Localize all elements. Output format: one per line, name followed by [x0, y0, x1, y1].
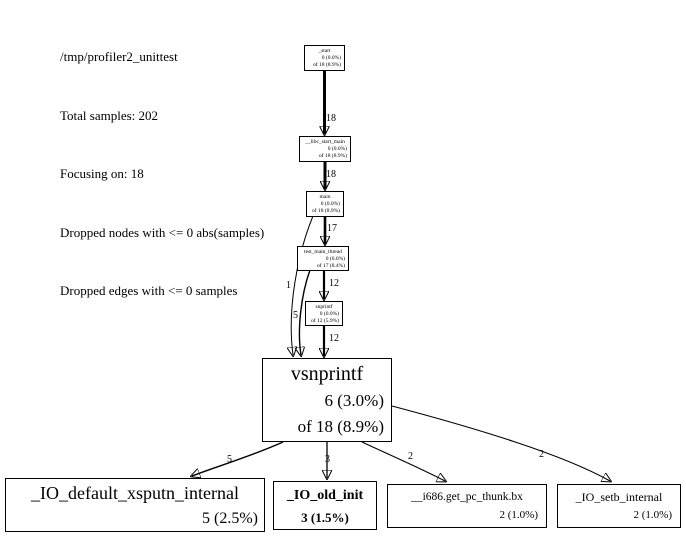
node-vsnprintf: vsnprintf 6 (3.0%) of 18 (8.9%) — [262, 358, 392, 442]
node-setb-self: 2 (1.0%) — [633, 509, 673, 521]
node-test-cum: of 17 (8.4%) — [317, 263, 345, 269]
edge-label-main-vsnprintf: 1 — [286, 280, 291, 291]
node-main: main 0 (0.0%) of 18 (8.9%) — [306, 191, 344, 217]
node-main-name: main — [319, 194, 331, 200]
node-vsnprintf-name: vsnprintf — [290, 363, 364, 385]
node-libc-start-main: __libc_start_main 0 (0.0%) of 18 (8.9%) — [299, 136, 351, 162]
node-xsputn-name: _IO_default_xsputn_internal — [31, 483, 239, 503]
node-test-name: test_main_thread — [304, 249, 342, 255]
node-start-self: 0 (0.0%) — [321, 55, 341, 61]
node-snprintf-self: 0 (0.0%) — [319, 311, 339, 317]
edge-label-vsnprintf-thunk: 2 — [408, 451, 413, 462]
node-thunk-self: 2 (1.0%) — [499, 509, 539, 521]
edge-vsnprintf-to-xsputn — [192, 441, 284, 476]
node-start: _start 0 (0.0%) of 18 (8.9%) — [304, 45, 345, 71]
edge-main-to-vsnprintf — [291, 215, 314, 355]
node-vsnprintf-self: 6 (3.0%) — [324, 391, 384, 410]
edge-label-libc-main: 18 — [326, 169, 336, 180]
node-main-cum: of 18 (8.9%) — [312, 208, 340, 214]
node-main-self: 0 (0.0%) — [320, 201, 340, 207]
node-start-cum: of 18 (8.9%) — [313, 62, 341, 68]
node-oldinit-self: 3 (1.5%) — [301, 510, 349, 525]
node-vsnprintf-cum: of 18 (8.9%) — [297, 417, 384, 436]
edge-label-vsnprintf-setb: 2 — [539, 449, 544, 460]
node-test-main-thread: test_main_thread 0 (0.0%) of 17 (8.4%) — [297, 246, 349, 271]
edge-label-test-snprintf: 12 — [329, 278, 339, 289]
edge-label-test-vsnprintf: 5 — [293, 310, 298, 321]
node-oldinit-name: _IO_old_init — [286, 488, 364, 503]
node-thunk-name: __i686.get_pc_thunk.bx — [411, 491, 523, 503]
node-snprintf-name: snprintf — [315, 304, 333, 310]
node-start-name: _start — [318, 48, 331, 54]
edge-vsnprintf-to-setb — [391, 405, 610, 481]
edge-vsnprintf-to-thunk — [361, 441, 445, 481]
edge-test-to-vsnprintf — [299, 269, 311, 355]
focusing-line: Focusing on: 18 — [60, 166, 144, 181]
node-io-setb-internal: _IO_setb_internal 2 (1.0%) — [557, 484, 681, 528]
node-setb-name: _IO_setb_internal — [575, 490, 663, 504]
profile-binary-path: /tmp/profiler2_unittest — [60, 49, 178, 64]
node-snprintf: snprintf 0 (0.0%) of 12 (5.9%) — [305, 301, 343, 326]
profile-header: /tmp/profiler2_unittest Total samples: 2… — [60, 8, 264, 340]
node-libc-name: __libc_start_main — [305, 139, 345, 145]
node-snprintf-cum: of 12 (5.9%) — [311, 318, 339, 324]
node-io-default-xsputn-internal: _IO_default_xsputn_internal 5 (2.5%) — [5, 478, 265, 532]
node-libc-cum: of 18 (8.9%) — [319, 153, 347, 159]
node-libc-self: 0 (0.0%) — [327, 146, 347, 152]
node-i686-get-pc-thunk: __i686.get_pc_thunk.bx 2 (1.0%) — [387, 484, 547, 528]
node-io-old-init: _IO_old_init 3 (1.5%) — [273, 481, 377, 530]
edge-label-main-test: 17 — [327, 223, 337, 234]
edge-label-snprintf-vsnprintf: 12 — [329, 333, 339, 344]
edge-label-vsnprintf-xsputn: 5 — [227, 454, 232, 465]
dropped-edges-line: Dropped edges with <= 0 samples — [60, 283, 238, 298]
node-xsputn-self: 5 (2.5%) — [202, 510, 258, 527]
dropped-nodes-line: Dropped nodes with <= 0 abs(samples) — [60, 224, 265, 240]
total-samples-line: Total samples: 202 — [60, 107, 159, 123]
node-test-self: 0 (0.0%) — [325, 256, 345, 262]
edge-label-vsnprintf-oldinit: 3 — [325, 454, 330, 465]
edge-label-start-libc: 18 — [326, 113, 336, 124]
